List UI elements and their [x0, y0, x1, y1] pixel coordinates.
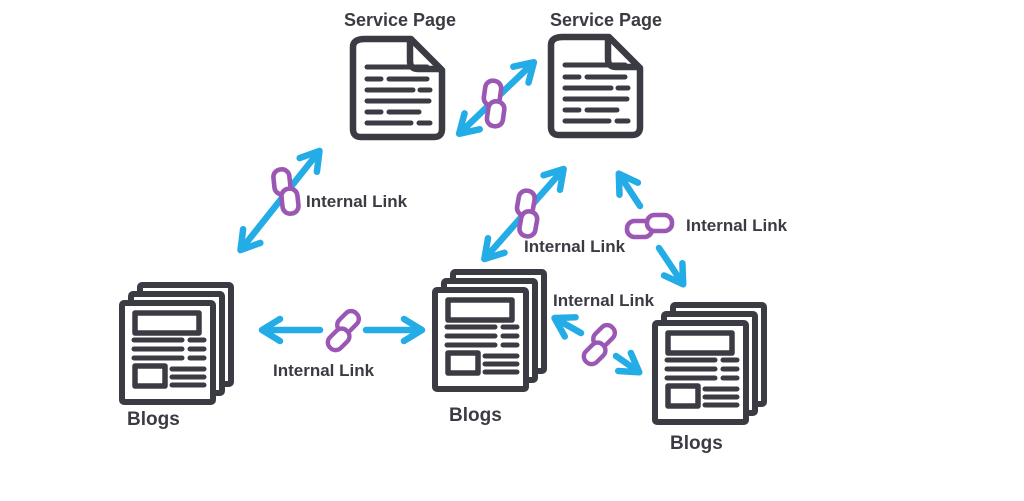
chain-link-icon [321, 308, 366, 353]
edge-label-sp2-blogs3: Internal Link [686, 216, 788, 235]
stacked-pages-icon [119, 282, 234, 405]
chain-link-icon [577, 322, 622, 367]
edge-label-blogs1-sp1: Internal Link [306, 192, 408, 211]
node-label-service-page-1: Service Page [343, 10, 457, 30]
arrow-blogs2-blogs3-lower [612, 349, 643, 376]
arrow-blogs2-blogs3-upper [551, 314, 585, 340]
edge-label-blogs2-sp2: Internal Link [524, 237, 626, 256]
node-label-blogs-3: Blogs [670, 433, 723, 454]
chain-link-icon [627, 215, 672, 237]
stacked-pages-icon [432, 269, 547, 392]
edge-label-blogs2-blogs3: Internal Link [553, 291, 655, 310]
node-label-blogs-2: Blogs [449, 405, 502, 426]
document-icon [547, 33, 644, 139]
document-icon [349, 35, 446, 141]
arrow-sp2-blogs3-upper [615, 170, 644, 210]
edge-label-blogs1-blogs2: Internal Link [273, 361, 375, 380]
node-label-blogs-1: Blogs [127, 409, 180, 430]
node-label-service-page-2: Service Page [549, 10, 663, 30]
stacked-pages-icon [652, 302, 767, 425]
arrow-sp2-blogs3-lower [655, 244, 687, 288]
